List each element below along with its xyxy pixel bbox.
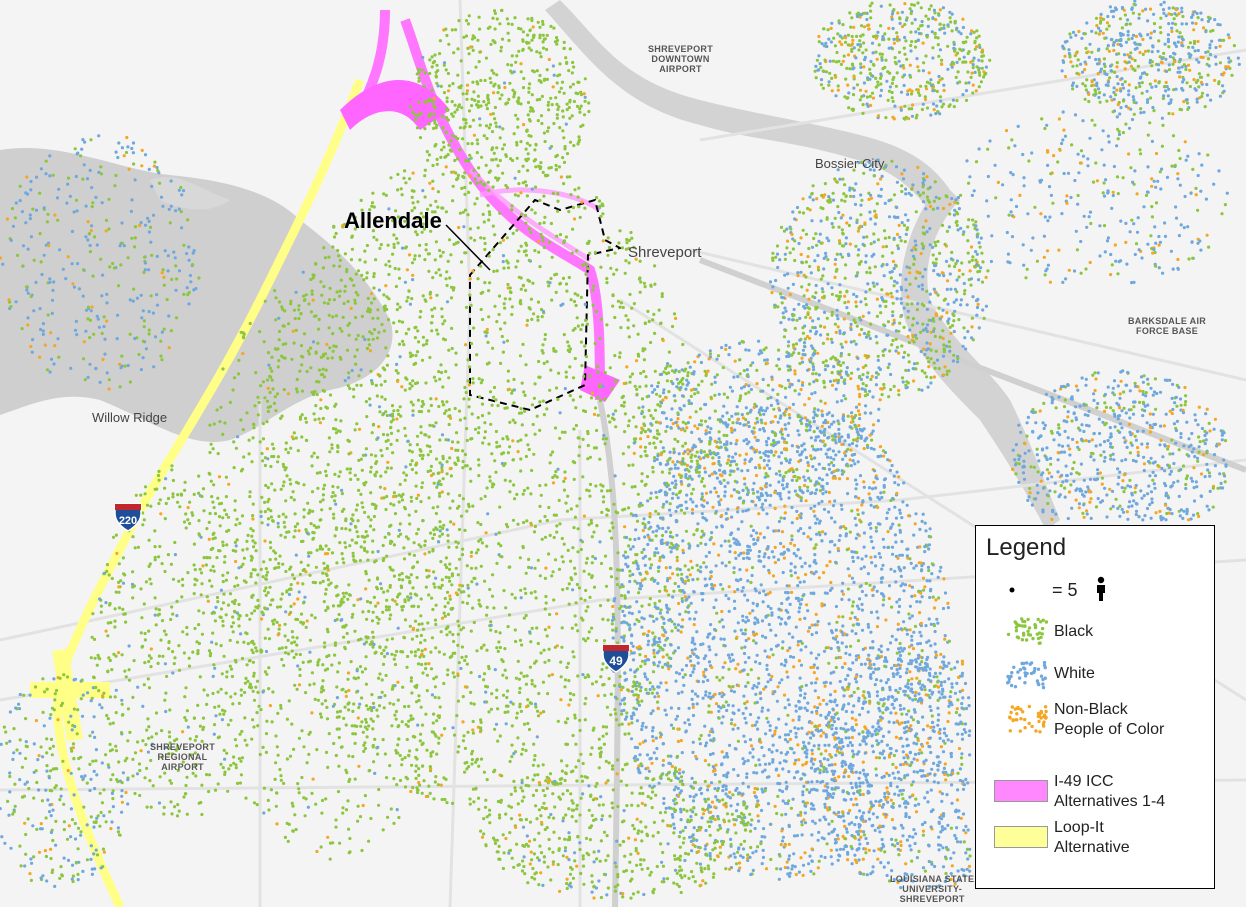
red-river bbox=[545, 0, 1060, 530]
label-shreveport-downtown-airport: SHREVEPORT DOWNTOWN AIRPORT bbox=[648, 44, 714, 74]
label-willow-ridge: Willow Ridge bbox=[92, 410, 168, 425]
person-icon bbox=[1097, 576, 1105, 601]
label-shreveport: Shreveport bbox=[628, 244, 702, 261]
legend-i49-swatch bbox=[994, 780, 1048, 802]
legend-dot-icon bbox=[1009, 587, 1015, 593]
legend-poc-label: Non-Black People of Color bbox=[1054, 701, 1165, 738]
legend: Legend = 5 Black White Non-Black People … bbox=[975, 525, 1215, 889]
legend-loopit-label: Loop-It Alternative bbox=[1054, 819, 1130, 856]
interstate-49-shield-icon: 49 bbox=[602, 643, 630, 673]
label-barksdale: BARKSDALE AIR FORCE BASE bbox=[1128, 316, 1207, 336]
legend-poc-swatch-icon bbox=[1008, 704, 1048, 734]
legend-title: Legend bbox=[986, 534, 1067, 561]
label-shreveport-regional-airport: SHREVEPORT REGIONAL AIRPORT bbox=[150, 742, 216, 772]
legend-black-swatch-icon bbox=[1006, 617, 1049, 645]
legend-scale: = 5 bbox=[1052, 580, 1078, 600]
label-allendale: Allendale bbox=[344, 208, 442, 233]
interstate-220-shield-icon: 220 bbox=[114, 502, 142, 532]
legend-i49-label: I-49 ICC Alternatives 1-4 bbox=[1054, 773, 1166, 810]
label-bossier-city: Bossier City bbox=[815, 156, 885, 171]
allendale-boundary bbox=[469, 198, 623, 412]
label-lsu-shreveport: LOUISIANA STATE UNIVERSITY- SHREVEPORT bbox=[890, 874, 975, 904]
legend-white-label: White bbox=[1054, 665, 1095, 682]
legend-white-swatch-icon bbox=[1006, 660, 1047, 690]
legend-loopit-swatch bbox=[994, 826, 1048, 848]
legend-black-label: Black bbox=[1054, 623, 1094, 640]
